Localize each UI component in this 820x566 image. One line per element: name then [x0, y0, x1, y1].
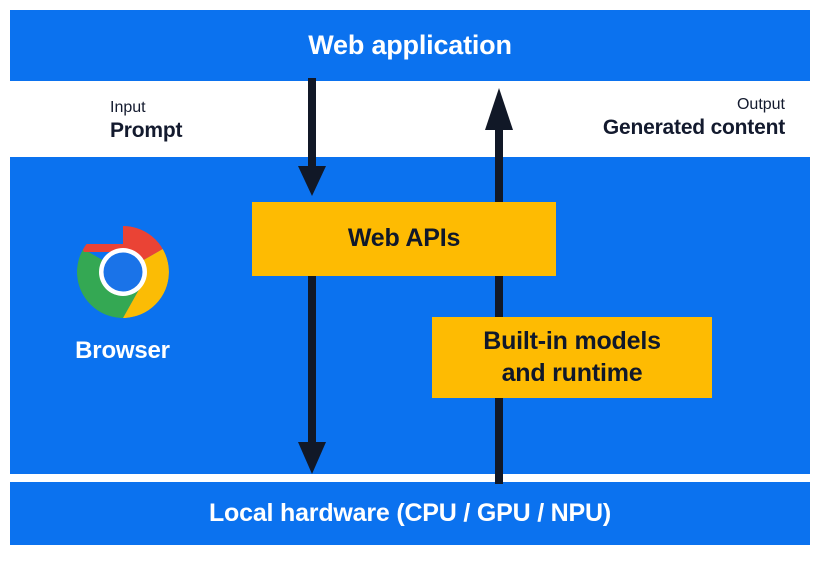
flow-annotation-output: Output Generated content [603, 95, 785, 140]
band-local-hardware: Local hardware (CPU / GPU / NPU) [10, 482, 810, 545]
box-builtin-models-line2: and runtime [501, 358, 643, 387]
flow-input-value: Prompt [110, 118, 183, 142]
box-builtin-models-label: Built-in models and runtime [483, 326, 661, 389]
box-builtin-models-line1: Built-in models [483, 327, 661, 356]
band-web-application-label: Web application [308, 30, 512, 60]
box-builtin-models[interactable]: Built-in models and runtime [432, 317, 712, 398]
flow-output-kind: Output [736, 96, 785, 113]
browser-band-contents: Browser Web APIs Built-in models and run… [10, 157, 810, 474]
arrow-down-icon [292, 270, 332, 481]
chrome-logo-icon [75, 224, 171, 320]
flow-annotation-input: Input Prompt [110, 98, 183, 143]
arrow-down-icon [292, 78, 332, 203]
band-browser-label: Browser [75, 337, 170, 364]
box-web-apis-label: Web APIs [347, 224, 461, 253]
band-web-application: Web application [10, 10, 810, 81]
flow-input-kind: Input [110, 99, 146, 116]
band-local-hardware-label: Local hardware (CPU / GPU / NPU) [208, 499, 611, 527]
box-web-apis[interactable]: Web APIs [252, 202, 556, 276]
arrow-up-icon [479, 86, 519, 489]
flow-output-value: Generated content [602, 115, 785, 139]
